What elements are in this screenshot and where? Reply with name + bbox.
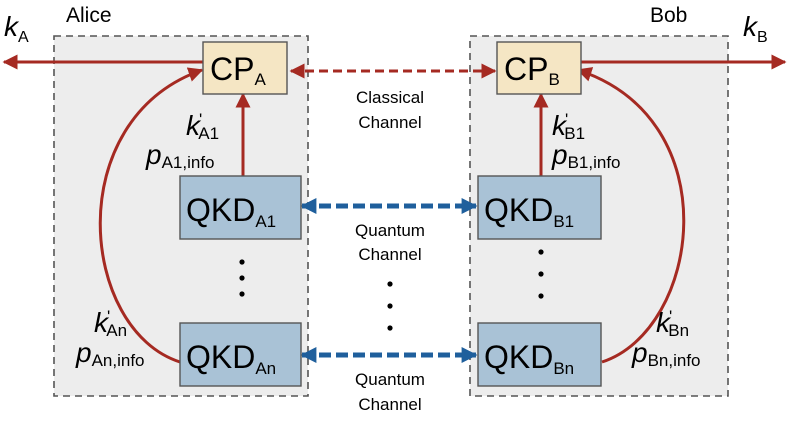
qkd-bn-label: QKDBn (484, 339, 574, 378)
alice-pn-label: pAn,info (75, 337, 145, 370)
qkd-b1-box (477, 175, 602, 240)
bob-kn-label: k'Bn (656, 307, 689, 340)
alice-k1-label: k'A1 (186, 110, 219, 143)
cp-a-box (202, 41, 288, 95)
qkd-an-label: QKDAn (186, 339, 276, 378)
bob-qkdn-to-cp-arrow (576, 67, 686, 364)
alice-label: Alice (66, 4, 112, 27)
quantum-channel-1-label-1: Quantum (355, 221, 425, 240)
bob-final-key: kB (743, 11, 768, 46)
bob-p1-label: pB1,info (551, 139, 621, 172)
cp-b-box (496, 41, 582, 95)
cp-b-label: CPB (504, 51, 560, 89)
qkd-an-box (179, 322, 302, 387)
qkd-a1-box (179, 175, 302, 240)
alice-final-key: kA (4, 11, 29, 46)
bob-label: Bob (650, 4, 687, 27)
qkd-a1-label: QKDA1 (186, 192, 276, 231)
bob-ellipsis (538, 249, 544, 299)
alice-qkdn-to-cp-arrow (98, 67, 204, 364)
alice-ellipsis (239, 259, 245, 297)
quantum-channel-n-label-2: Channel (358, 395, 421, 414)
qkd-bn-box (477, 322, 602, 387)
cp-a-label: CPA (210, 51, 266, 89)
alice-kn-label: k'An (94, 307, 127, 340)
classical-channel-label-2: Channel (358, 113, 421, 132)
quantum-channel-n-label-1: Quantum (355, 370, 425, 389)
alice-p1-label: pA1,info (145, 139, 215, 172)
classical-channel-label-1: Classical (356, 88, 424, 107)
channel-ellipsis (387, 281, 393, 331)
quantum-channel-1-label-2: Channel (358, 245, 421, 264)
bob-k1-label: k'B1 (552, 110, 585, 143)
bob-pn-label: pBn,info (631, 337, 701, 370)
qkd-b1-label: QKDB1 (484, 192, 574, 231)
